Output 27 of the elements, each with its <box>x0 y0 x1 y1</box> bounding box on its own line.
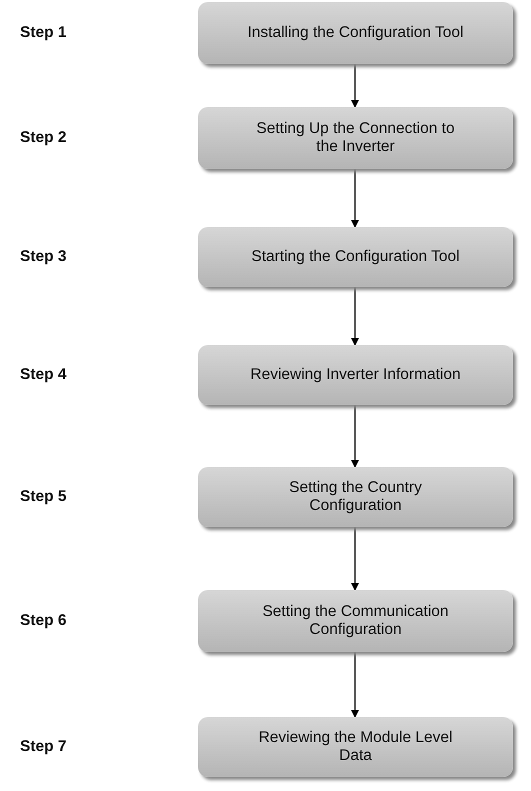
step-number: Step 3 <box>20 248 67 266</box>
arrow <box>351 652 359 718</box>
step-number: Step 4 <box>20 366 67 384</box>
step-title: Setting Up the Connection to the Inverter <box>255 120 456 156</box>
arrow <box>351 527 359 591</box>
process-box <box>198 467 513 527</box>
process-box <box>198 227 513 287</box>
step-number: Step 2 <box>20 129 67 147</box>
step-title: Setting the Country Configuration <box>288 479 423 515</box>
step-number: Step 5 <box>20 488 67 506</box>
arrow <box>351 405 359 468</box>
arrow <box>351 287 359 346</box>
process-box <box>198 345 513 405</box>
step-number: Step 7 <box>20 738 67 756</box>
step-number: Step 1 <box>20 24 67 42</box>
step-title: Installing the Configuration Tool <box>248 24 464 42</box>
process-box <box>198 717 513 777</box>
step-number: Step 6 <box>20 612 67 630</box>
arrow <box>351 169 359 228</box>
step-title: Setting the Communication Configuration <box>261 603 450 639</box>
step-title: Starting the Configuration Tool <box>251 248 460 266</box>
step-title: Reviewing Inverter Information <box>250 366 461 384</box>
process-box <box>198 590 513 652</box>
process-box <box>198 2 513 64</box>
step-title: Reviewing the Module Level Data <box>258 729 454 765</box>
arrow <box>351 64 359 108</box>
process-box <box>198 107 513 169</box>
